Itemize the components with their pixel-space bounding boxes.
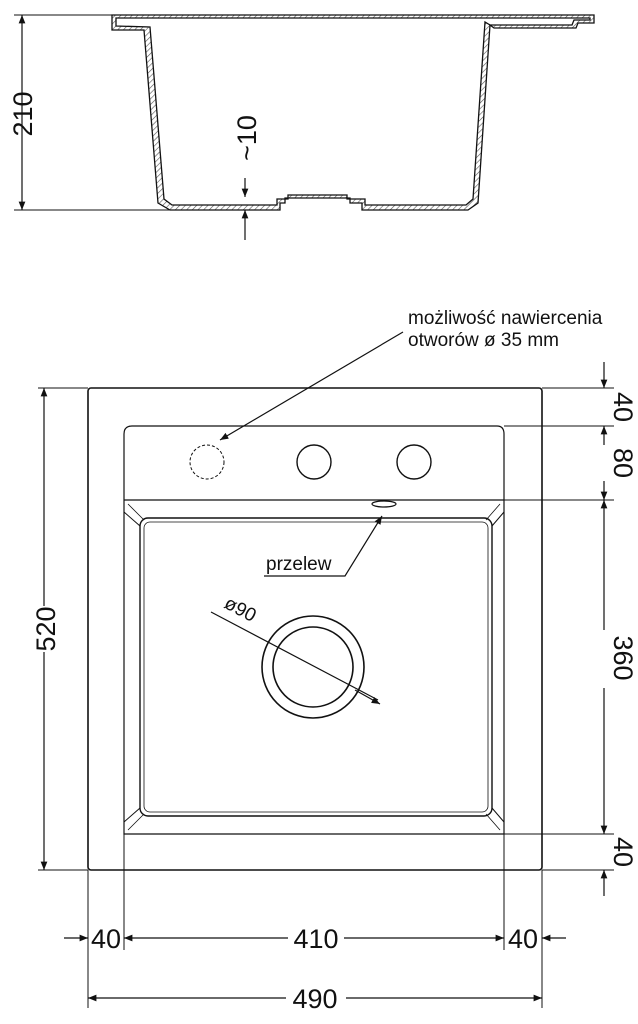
bowl-inner	[139, 517, 493, 817]
total-width-label: 490	[292, 984, 337, 1014]
bottom-dimensions: 40 410 40 490	[64, 834, 566, 1014]
right-dim-80: 80	[608, 448, 638, 478]
faucet-hole-2	[296, 444, 332, 480]
overflow-slot	[371, 500, 397, 508]
drilling-note-line1: możliwość nawiercenia	[408, 308, 603, 329]
left-dimension: 520	[31, 387, 88, 871]
section-view: 210 ~10	[8, 14, 595, 240]
sink-outer-outline	[87, 387, 543, 871]
sink-section-profile	[111, 14, 595, 211]
bottom-dim-40-left: 40	[91, 924, 121, 954]
drain-diameter-label: ø90	[221, 593, 260, 627]
right-dimensions: 40 80 360 40	[504, 362, 638, 896]
bottom-thickness-label: ~10	[232, 115, 262, 161]
faucet-hole-3	[396, 444, 432, 480]
section-height-label: 210	[8, 91, 38, 136]
overflow-label: przelew	[266, 554, 332, 575]
plan-height-label: 520	[31, 606, 61, 651]
bowl-outer	[123, 499, 505, 835]
right-dim-40-top: 40	[608, 392, 638, 422]
plan-view: ø90 możliwość nawiercenia otworów ø 35 m…	[87, 308, 603, 871]
right-dim-360: 360	[608, 635, 638, 680]
right-dim-40-bottom: 40	[608, 837, 638, 867]
bottom-dim-40-right: 40	[508, 924, 538, 954]
drain-outer	[261, 615, 365, 719]
bottom-dim-410: 410	[293, 924, 338, 954]
drain-inner	[272, 626, 354, 708]
drilling-note-line2: otworów ø 35 mm	[408, 330, 559, 351]
deck-panel	[123, 425, 505, 835]
optional-hole-dashed	[189, 444, 225, 480]
